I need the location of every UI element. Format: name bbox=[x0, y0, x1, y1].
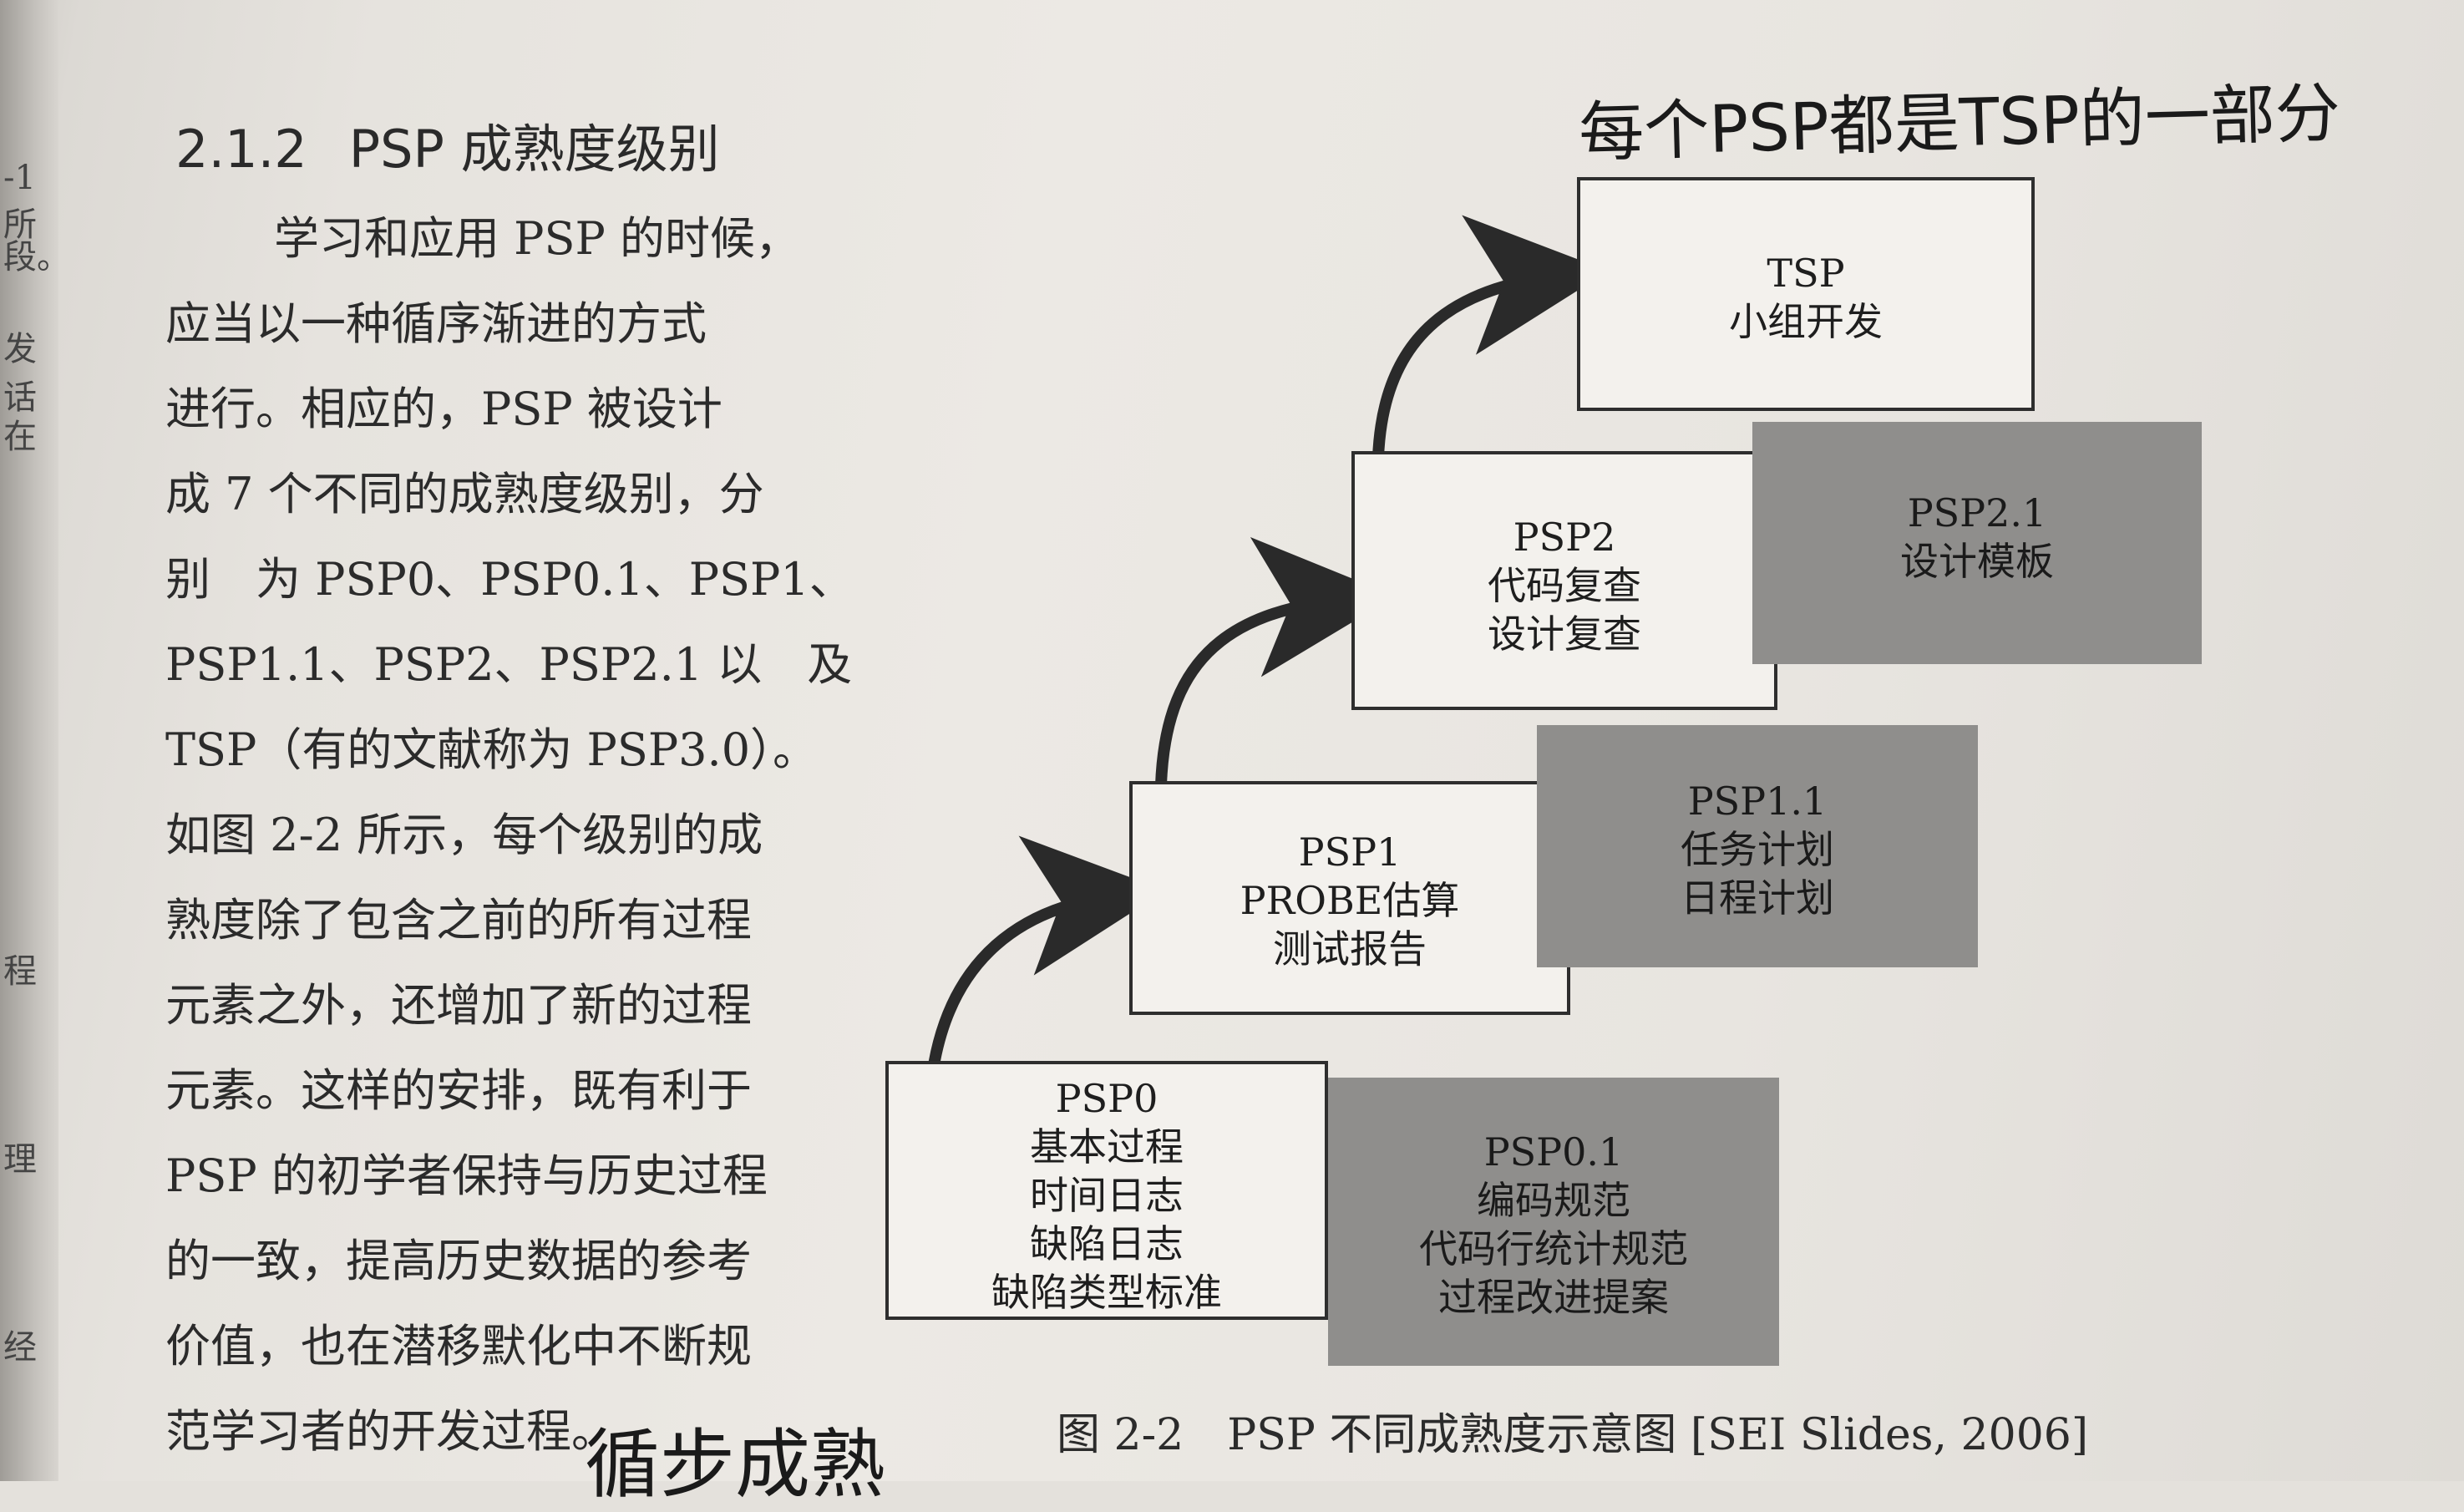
level-item: 编码规范 bbox=[1477, 1178, 1630, 1223]
paragraph-line: 价值，也在潜移默化中不断规 bbox=[165, 1320, 752, 1372]
section-number: 2.1.2 bbox=[175, 119, 307, 180]
diagram-arrows bbox=[928, 215, 1609, 1067]
paragraph-line: 如图 2-2 所示，每个级别的成 bbox=[165, 809, 763, 861]
level-item: 日程计划 bbox=[1681, 875, 1834, 921]
level-title: PSP0 bbox=[1055, 1076, 1158, 1121]
level-box-psp0-1: PSP0.1 编码规范 代码行统计规范 过程改进提案 bbox=[1328, 1078, 1779, 1366]
paragraph-line: 元素之外，还增加了新的过程 bbox=[165, 979, 752, 1032]
margin-fragment: 段。 bbox=[3, 238, 70, 277]
section-title: PSP 成熟度级别 bbox=[348, 119, 720, 180]
level-item: 测试报告 bbox=[1273, 926, 1427, 972]
level-item: 过程改进提案 bbox=[1438, 1275, 1669, 1320]
margin-fragment: 发话 bbox=[3, 330, 37, 417]
level-box-psp2-1: PSP2.1 设计模板 bbox=[1752, 422, 2202, 664]
margin-fragment: 在 bbox=[3, 418, 37, 456]
paragraph-line: 范学习者的开发过程。 bbox=[165, 1405, 616, 1458]
level-box-psp1-1: PSP1.1 任务计划 日程计划 bbox=[1537, 725, 1978, 967]
paragraph-line: 的一致，提高历史数据的参考 bbox=[165, 1235, 752, 1287]
level-box-psp2: PSP2 代码复查 设计复查 bbox=[1351, 451, 1777, 710]
paragraph-line: 应当以一种循序渐进的方式 bbox=[165, 297, 707, 350]
paragraph-line: 别 为 PSP0、PSP0.1、PSP1、 bbox=[165, 553, 854, 606]
level-item: 设计复查 bbox=[1488, 611, 1641, 657]
figure-caption: 图 2-2 PSP 不同成熟度示意图 [SEI Slides, 2006] bbox=[1057, 1410, 2089, 1460]
level-item: 缺陷类型标准 bbox=[991, 1270, 1222, 1315]
body-paragraph: 学习和应用 PSP 的时候， 应当以一种循序渐进的方式 进行。相应的，PSP 被… bbox=[165, 196, 854, 1474]
arrow-psp1-to-psp2 bbox=[1155, 536, 1396, 786]
level-item: 代码复查 bbox=[1488, 563, 1641, 608]
paragraph-line: PSP1.1、PSP2、PSP2.1 以 及 bbox=[165, 638, 853, 691]
handwritten-scribble: 循步成熟 bbox=[585, 1421, 885, 1509]
paragraph-line: 学习和应用 PSP 的时候， bbox=[274, 212, 800, 265]
level-item: 基本过程 bbox=[1030, 1124, 1184, 1170]
level-item: 代码行统计规范 bbox=[1419, 1226, 1688, 1271]
level-item: 小组开发 bbox=[1729, 299, 1883, 344]
paragraph-line: PSP 的初学者保持与历史过程 bbox=[165, 1149, 768, 1202]
level-item: 时间日志 bbox=[1030, 1173, 1184, 1218]
level-title: PSP0.1 bbox=[1483, 1129, 1624, 1175]
level-title: TSP bbox=[1767, 251, 1845, 296]
margin-fragment: -1 所 bbox=[3, 159, 37, 244]
level-box-tsp: TSP 小组开发 bbox=[1577, 177, 2035, 411]
level-item: 缺陷日志 bbox=[1030, 1221, 1184, 1266]
level-title: PSP2.1 bbox=[1907, 490, 2047, 535]
level-title: PSP1.1 bbox=[1687, 779, 1828, 824]
level-item: PROBE估算 bbox=[1240, 878, 1460, 923]
previous-page-edge: -1 所 段。 发话 在 程 理 经 bbox=[0, 0, 70, 1481]
level-item: 任务计划 bbox=[1681, 827, 1834, 872]
level-title: PSP2 bbox=[1513, 515, 1616, 560]
margin-fragment: 经 bbox=[3, 1328, 37, 1367]
paragraph-line: TSP（有的文献称为 PSP3.0）。 bbox=[165, 723, 819, 776]
level-item: 设计模板 bbox=[1900, 539, 2054, 584]
level-box-psp0: PSP0 基本过程 时间日志 缺陷日志 缺陷类型标准 bbox=[885, 1061, 1328, 1320]
level-title: PSP1 bbox=[1298, 830, 1402, 875]
paragraph-line: 成 7 个不同的成熟度级别，分 bbox=[165, 468, 764, 520]
level-box-psp1: PSP1 PROBE估算 测试报告 bbox=[1129, 781, 1570, 1015]
section-heading: 2.1.2 PSP 成熟度级别 bbox=[175, 107, 720, 182]
arrow-psp2-to-tsp bbox=[1372, 215, 1609, 459]
paragraph-line: 熟度除了包含之前的所有过程 bbox=[165, 894, 752, 946]
arrow-psp0-to-psp1 bbox=[928, 835, 1166, 1067]
margin-fragment: 程 bbox=[3, 952, 37, 991]
paragraph-line: 元素。这样的安排，既有利于 bbox=[165, 1064, 752, 1117]
margin-fragment: 理 bbox=[3, 1140, 37, 1179]
paragraph-line: 进行。相应的，PSP 被设计 bbox=[165, 383, 722, 435]
